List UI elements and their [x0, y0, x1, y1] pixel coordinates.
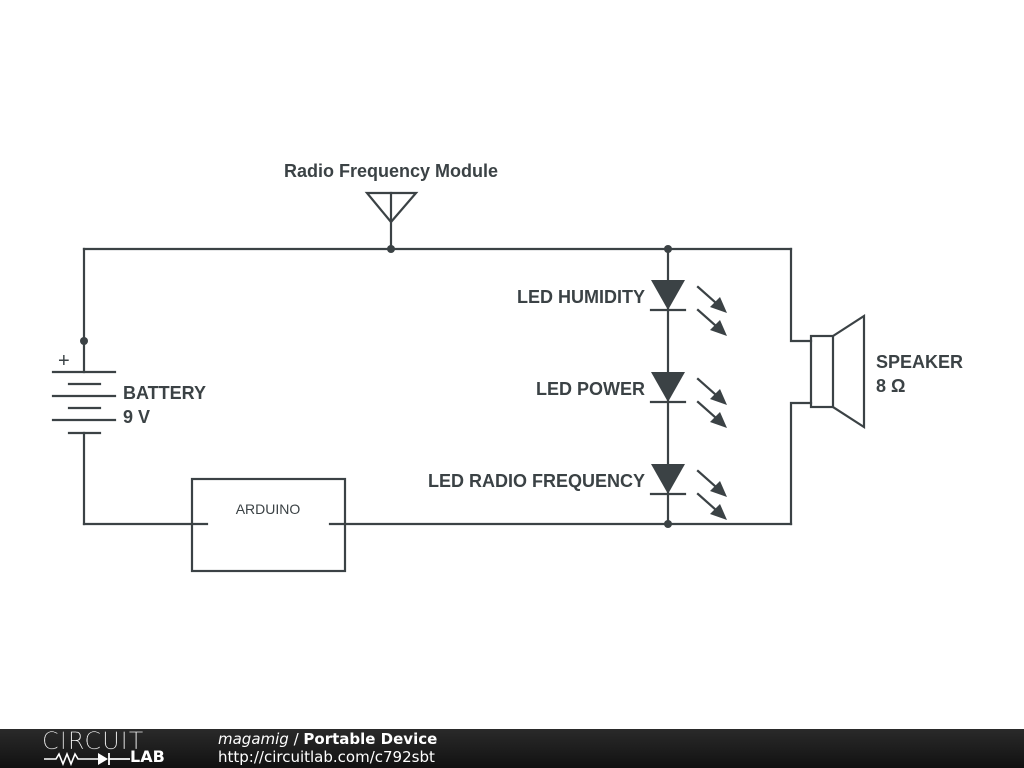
battery-plus-mark: +	[58, 350, 70, 372]
speaker-label: SPEAKER	[876, 352, 963, 372]
arduino-label: ARDUINO	[236, 501, 301, 517]
led-power-label: LED POWER	[536, 379, 645, 399]
antenna-symbol	[364, 191, 419, 251]
battery-symbol	[51, 370, 117, 526]
junction-dot-antenna	[387, 245, 395, 253]
battery-label: BATTERY	[123, 383, 206, 403]
logo-text-lab: LAB	[130, 747, 165, 766]
arduino-box	[190, 477, 347, 573]
schematic-url[interactable]: http://circuitlab.com/c792sbt	[218, 748, 435, 766]
credit-separator: /	[288, 730, 304, 748]
author-name[interactable]: magamig	[218, 730, 289, 748]
led-rf-symbol	[649, 464, 727, 520]
logo-text-circuit: CIRCUIT	[42, 727, 145, 755]
speaker-value: 8 Ω	[876, 376, 905, 396]
schematic-credit: magamig / Portable Device	[218, 730, 437, 748]
led-rf-label: LED RADIO FREQUENCY	[428, 471, 645, 491]
schematic-title[interactable]: Portable Device	[303, 730, 438, 748]
led-humidity-label: LED HUMIDITY	[517, 287, 645, 307]
circuitlab-logo[interactable]: CIRCUIT LAB	[42, 727, 178, 768]
led-power-symbol	[649, 372, 727, 428]
rf-module-label: Radio Frequency Module	[284, 161, 498, 181]
junction-dot-battery	[80, 337, 88, 345]
footer-bar: CIRCUIT LAB magamig / Portable Device ht…	[0, 727, 1024, 768]
battery-value: 9 V	[123, 407, 150, 427]
circuit-schematic: + BATTERY 9 V ARDUINO Radio Frequency Mo…	[51, 161, 963, 573]
speaker-symbol	[789, 247, 866, 526]
resistor-diode-icon	[44, 751, 130, 767]
led-humidity-symbol	[649, 280, 727, 336]
